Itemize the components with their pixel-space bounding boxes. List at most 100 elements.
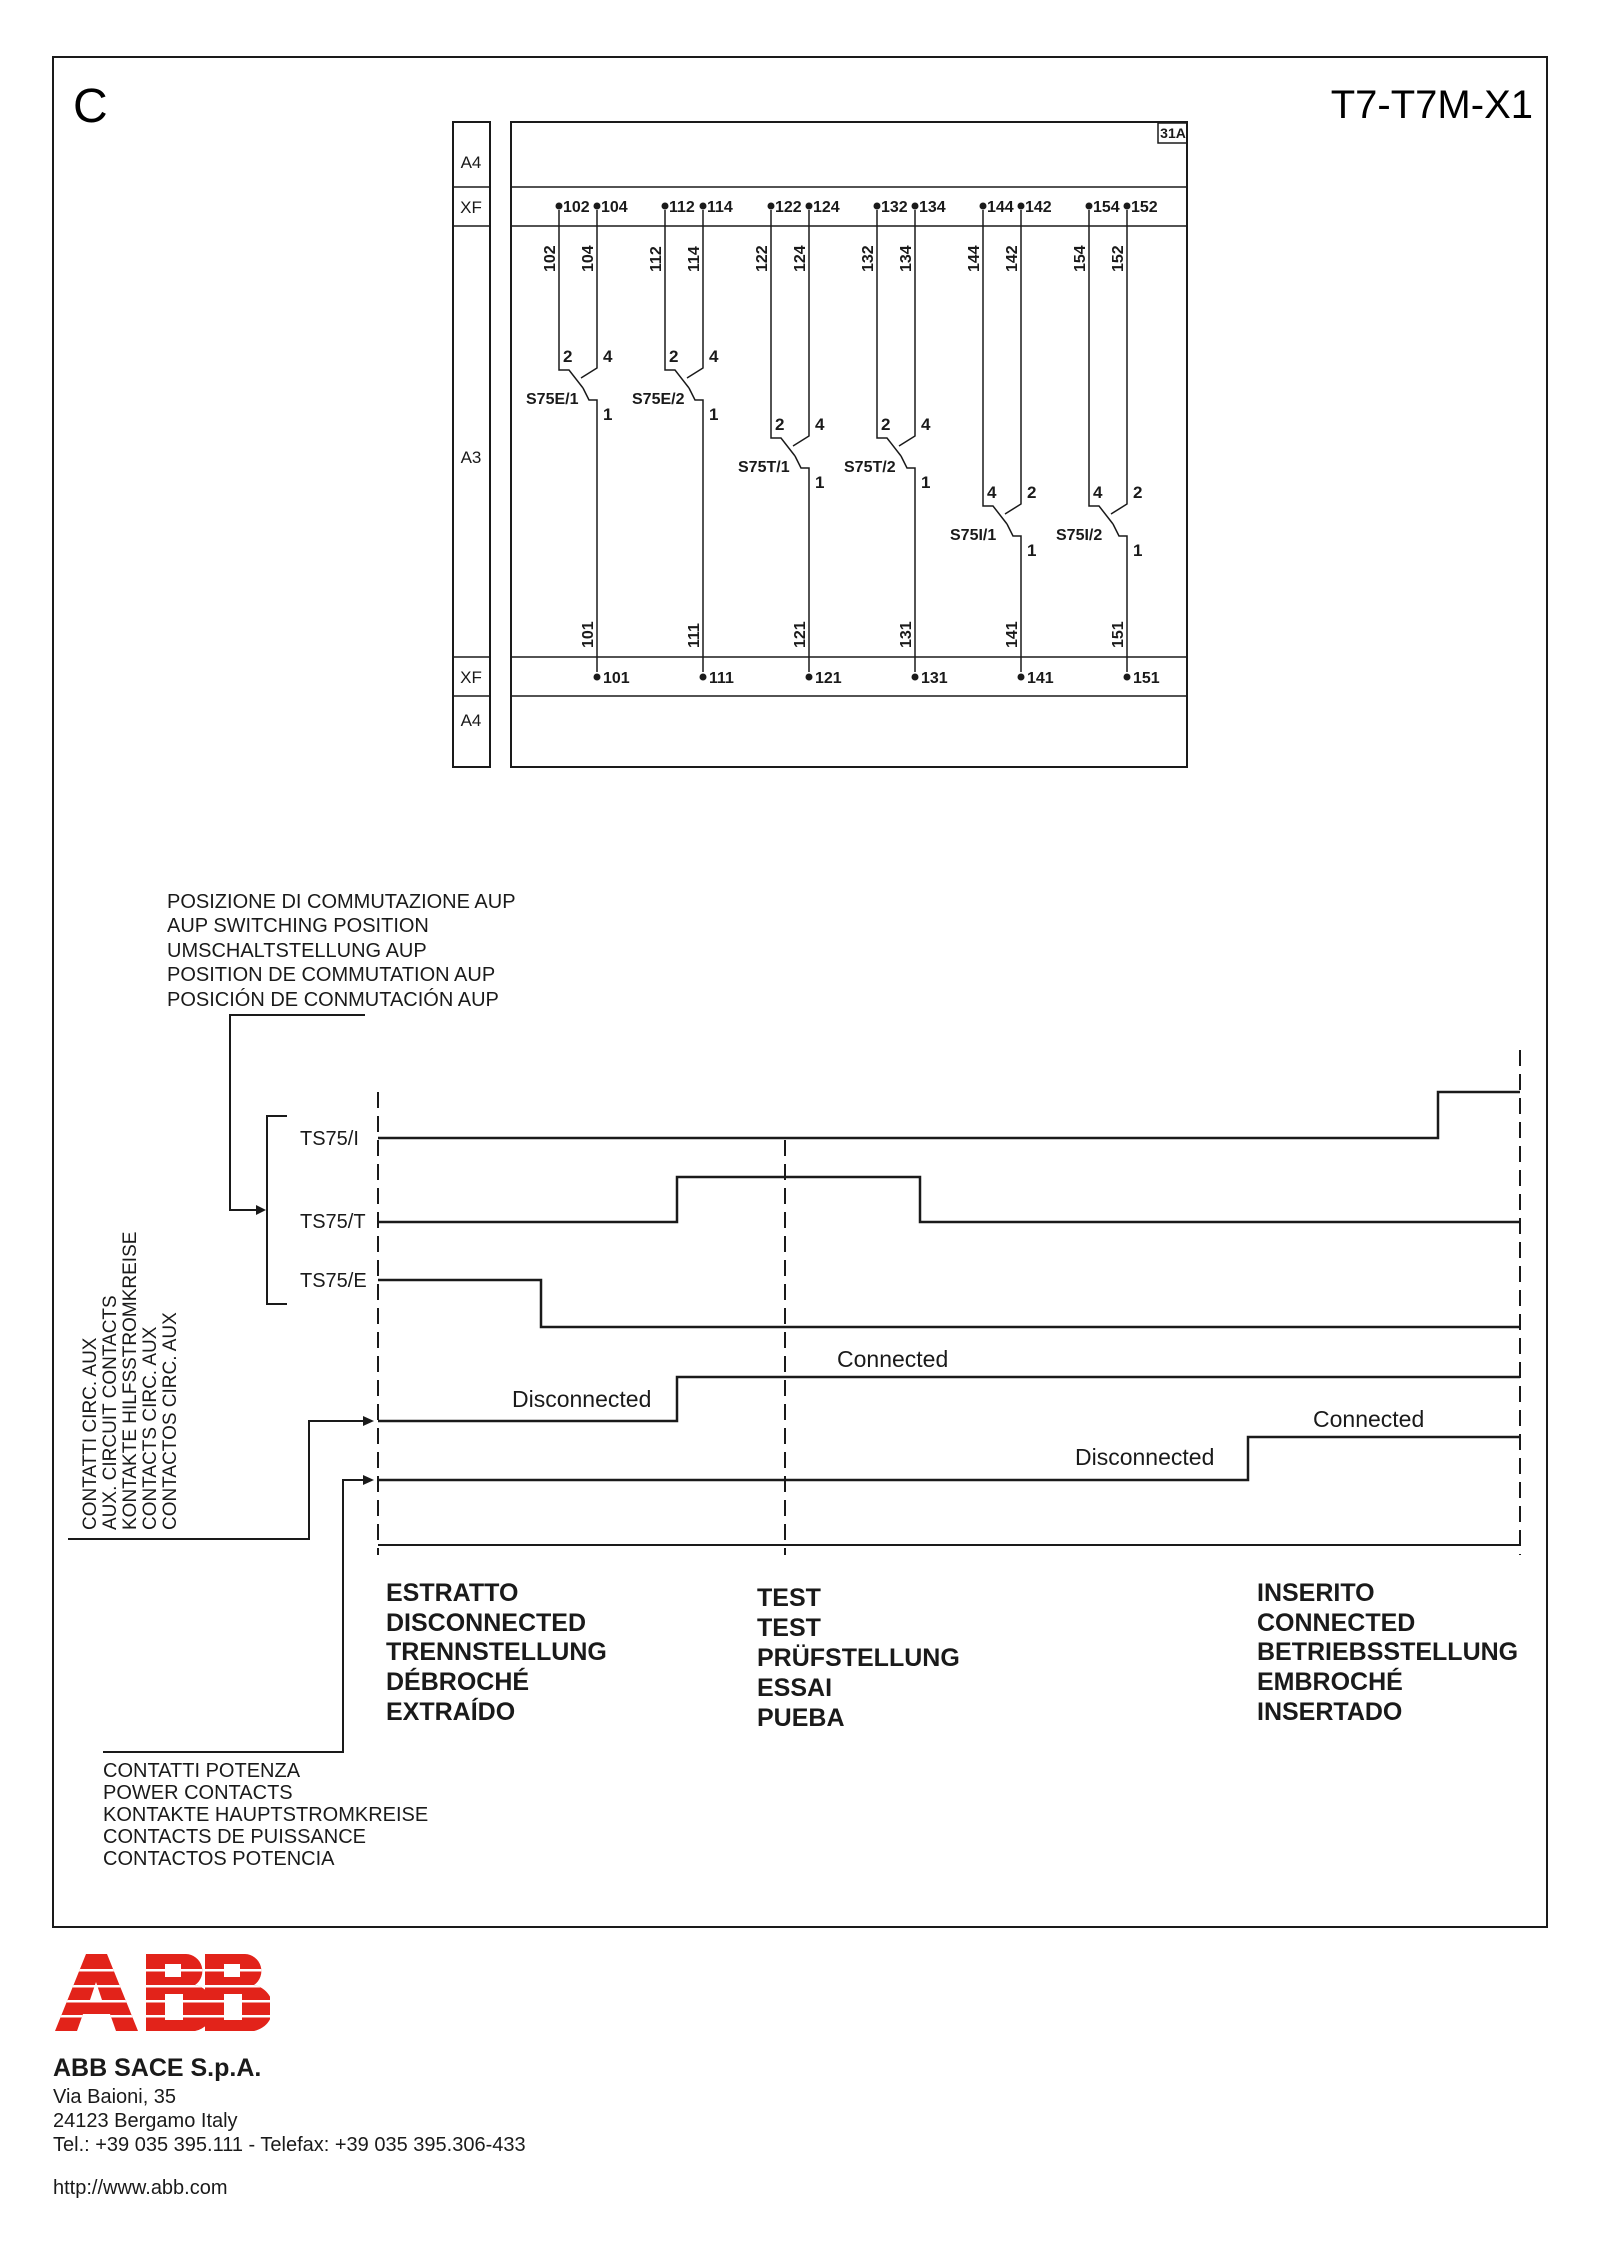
aux-label-fr: CONTACTS CIRC. AUX: [140, 1326, 161, 1530]
switching-title-fr: POSITION DE COMMUTATION AUP: [167, 964, 495, 986]
wire-label-common: 111: [686, 623, 703, 648]
company-name: ABB SACE S.p.A.: [53, 2054, 262, 2082]
trace-ts75-e: [378, 1278, 1520, 1329]
circuit-box: [510, 121, 1188, 768]
switching-position-title: POSIZIONE DI COMMUTAZIONE AUP AUP SWITCH…: [167, 891, 516, 1011]
company-street: Via Baioni, 35: [53, 2086, 177, 2108]
signal-label-ts75-e: TS75/E: [300, 1270, 367, 1292]
power-connected-label: Connected: [1313, 1406, 1424, 1432]
position-2-line-3: EMBROCHÉ: [1257, 1667, 1403, 1696]
position-2-line-4: INSERTADO: [1257, 1698, 1402, 1726]
aux-contacts-label: CONTATTI CIRC. AUX AUX. CIRCUIT CONTACTS…: [80, 1232, 181, 1530]
company-phone: Tel.: +39 035 395.111 - Telefax: +39 035…: [53, 2134, 526, 2156]
terminal-label-right: 152: [1131, 199, 1158, 216]
power-label-it: CONTATTI POTENZA: [103, 1760, 301, 1782]
trace-state-labels: Disconnected Connected Disconnected Conn…: [512, 1346, 1424, 1470]
aux-connected-label: Connected: [837, 1346, 948, 1372]
abb-logo: [55, 1954, 270, 2031]
switching-title-de: UMSCHALTSTELLUNG AUP: [167, 940, 427, 962]
terminal-dot: [1017, 202, 1025, 210]
terminal-dot: [1123, 202, 1131, 210]
wire-label-right: 134: [898, 245, 915, 272]
row-label-a4-bottom: A4: [461, 711, 482, 730]
position-2-line-1: CONNECTED: [1257, 1609, 1415, 1637]
wire-label-left: 122: [754, 245, 771, 272]
terminal-label-common: 111: [709, 670, 734, 687]
position-test: TEST TEST PRÜFSTELLUNG ESSAI PUEBA: [757, 1584, 960, 1732]
position-labels: ESTRATTO DISCONNECTED TRENNSTELLUNG DÉBR…: [386, 1579, 1518, 1732]
terminal-dot: [873, 202, 881, 210]
wire-label-left: 154: [1072, 245, 1089, 272]
pin-common: 1: [815, 473, 824, 492]
wire-label-common: 141: [1004, 621, 1021, 648]
wire-label-common: 101: [580, 621, 597, 648]
terminal-dot: [661, 202, 669, 210]
position-1-line-3: ESSAI: [757, 1674, 832, 1702]
row-labels: A4 XF A3 XF A4: [460, 153, 482, 730]
sheet-reference: 31A: [1160, 125, 1186, 141]
power-label-de: KONTAKTE HAUPTSTROMKREISE: [103, 1804, 428, 1826]
label-column: [452, 121, 491, 768]
terminal-label-common: 141: [1027, 670, 1054, 687]
switch-name: S75E/2: [632, 391, 685, 408]
wire-label-right: 124: [792, 245, 809, 272]
terminal-dot: [1123, 673, 1131, 681]
wire-label-common: 121: [792, 621, 809, 648]
circuit-diagram: [452, 121, 1188, 768]
pin-right: 2: [1133, 483, 1142, 502]
signal-label-ts75-t: TS75/T: [300, 1211, 366, 1233]
pin-right: 4: [603, 347, 613, 366]
document-code: T7-T7M-X1: [1331, 83, 1533, 127]
power-disconnected-label: Disconnected: [1075, 1444, 1214, 1470]
pin-common: 1: [709, 405, 718, 424]
wire-label-common: 151: [1110, 621, 1127, 648]
company-footer: ABB SACE S.p.A. Via Baioni, 35 24123 Ber…: [53, 2054, 753, 2157]
terminal-dot: [767, 202, 775, 210]
terminal-dot: [593, 673, 601, 681]
pin-common: 1: [1027, 541, 1036, 560]
wire-label-right: 104: [580, 245, 597, 272]
position-1-line-4: PUEBA: [757, 1704, 845, 1732]
switch-name: S75E/1: [526, 391, 579, 408]
terminal-dot: [1085, 202, 1093, 210]
wire-label-left: 132: [860, 245, 877, 272]
switch-name: S75I/2: [1056, 527, 1102, 544]
pin-left: 2: [563, 347, 572, 366]
pin-common: 1: [1133, 541, 1142, 560]
power-contacts-label: CONTATTI POTENZA POWER CONTACTS KONTAKTE…: [103, 1760, 428, 1870]
wire-label-left: 112: [648, 246, 665, 272]
terminal-label-common: 101: [603, 670, 630, 687]
pin-right: 4: [709, 347, 719, 366]
power-label-en: POWER CONTACTS: [103, 1782, 293, 1804]
pin-left: 4: [1093, 483, 1103, 502]
company-website-link[interactable]: http://www.abb.com: [53, 2177, 228, 2199]
terminal-label-common: 151: [1133, 670, 1160, 687]
timing-connectors: [68, 1014, 1521, 1753]
page-frame: [52, 56, 1548, 1928]
terminal-dot: [979, 202, 987, 210]
pin-common: 1: [921, 473, 930, 492]
position-2-line-2: BETRIEBSSTELLUNG: [1257, 1638, 1518, 1666]
aux-label-de: KONTAKTE HILFSSTROMKREISE: [120, 1232, 141, 1530]
aux-label-en: AUX. CIRCUIT CONTACTS: [100, 1295, 121, 1530]
terminal-label-right: 124: [813, 199, 840, 216]
row-label-a3: A3: [461, 448, 482, 467]
position-1-line-2: PRÜFSTELLUNG: [757, 1643, 960, 1672]
position-0-line-1: DISCONNECTED: [386, 1609, 586, 1637]
trace-aux-contacts: [378, 1375, 1520, 1423]
wire-label-right: 142: [1004, 245, 1021, 272]
switch-name: S75I/1: [950, 527, 996, 544]
power-label-fr: CONTACTS DE PUISSANCE: [103, 1826, 366, 1848]
trace-ts75-t: [378, 1175, 1520, 1224]
terminal-dot: [593, 202, 601, 210]
signal-labels: TS75/I TS75/T TS75/E: [300, 1128, 367, 1292]
wire-label-left: 144: [966, 245, 983, 272]
terminal-label-left: 122: [775, 199, 802, 216]
switching-title-es: POSICIÓN DE CONMUTACIÓN AUP: [167, 988, 499, 1011]
position-0-line-2: TRENNSTELLUNG: [386, 1638, 607, 1666]
